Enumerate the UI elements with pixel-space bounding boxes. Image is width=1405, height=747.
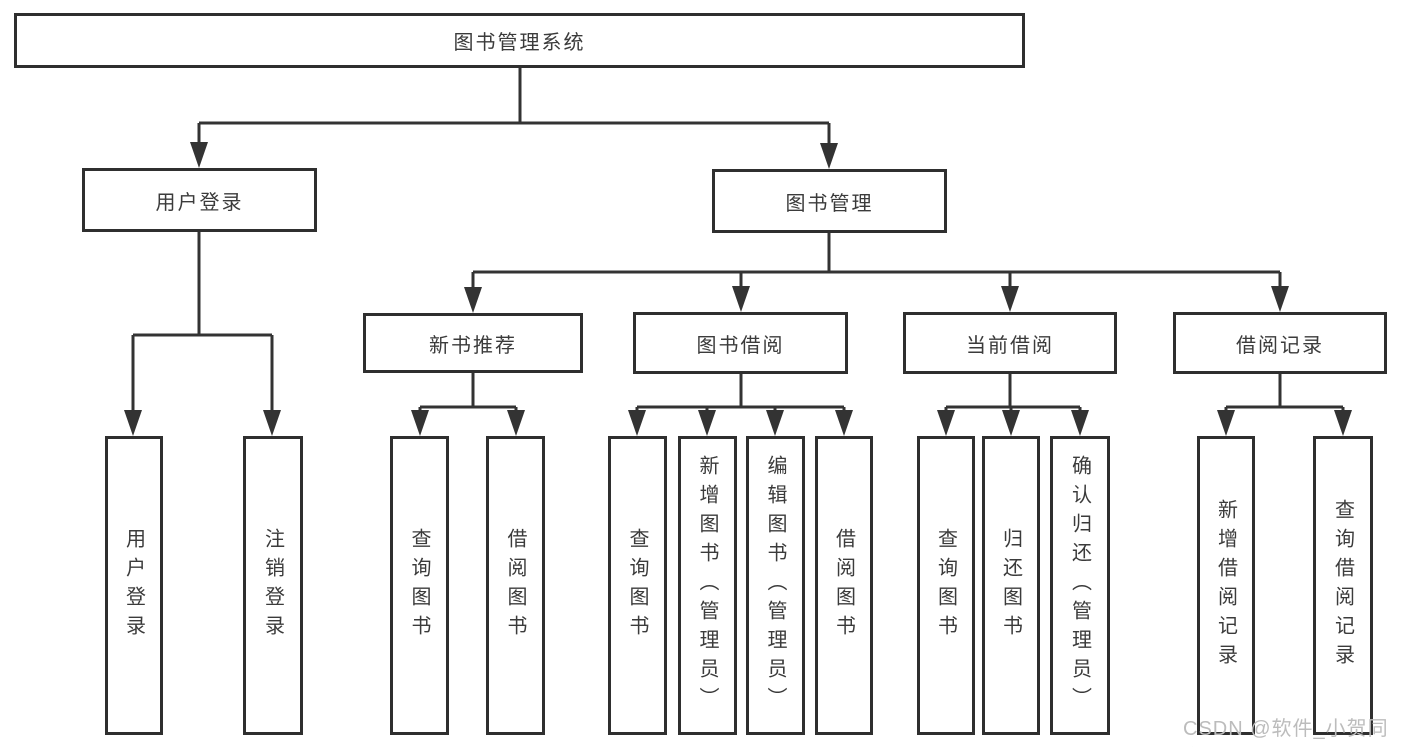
connector-new-book-to-leaves bbox=[418, 373, 518, 432]
connector-root-to-level2 bbox=[197, 68, 831, 164]
leaf-add-borrow-record: 新增借阅记录 bbox=[1197, 436, 1255, 735]
node-user-login: 用户登录 bbox=[82, 168, 317, 232]
leaf-confirm-return-admin: 确认归还（管理员） bbox=[1050, 436, 1110, 735]
leaf-query-books-borrow: 查询图书 bbox=[608, 436, 667, 735]
leaf-borrow-books: 借阅图书 bbox=[815, 436, 873, 735]
node-root-system: 图书管理系统 bbox=[14, 13, 1025, 68]
node-current-borrow: 当前借阅 bbox=[903, 312, 1117, 374]
connector-user-login-to-leaves bbox=[131, 232, 274, 432]
leaf-return-books: 归还图书 bbox=[982, 436, 1040, 735]
node-new-book-recommend: 新书推荐 bbox=[363, 313, 583, 373]
leaf-logout: 注销登录 bbox=[243, 436, 303, 735]
leaf-edit-books-admin: 编辑图书（管理员） bbox=[746, 436, 805, 735]
leaf-borrow-books-recommend: 借阅图书 bbox=[486, 436, 545, 735]
connector-book-management-to-level3 bbox=[471, 233, 1282, 308]
leaf-user-login: 用户登录 bbox=[105, 436, 163, 735]
leaf-query-borrow-record: 查询借阅记录 bbox=[1313, 436, 1373, 735]
node-book-management: 图书管理 bbox=[712, 169, 947, 233]
connector-book-borrow-to-leaves bbox=[635, 374, 846, 432]
node-borrow-records: 借阅记录 bbox=[1173, 312, 1387, 374]
csdn-watermark: CSDN @软件_小贺同学 bbox=[1183, 718, 1389, 740]
node-book-borrow: 图书借阅 bbox=[633, 312, 848, 374]
leaf-query-books-current: 查询图书 bbox=[917, 436, 975, 735]
connector-borrow-records-to-leaves bbox=[1224, 374, 1345, 432]
connector-current-borrow-to-leaves bbox=[944, 374, 1082, 432]
leaf-query-books-recommend: 查询图书 bbox=[390, 436, 449, 735]
leaf-add-books-admin: 新增图书（管理员） bbox=[678, 436, 737, 735]
